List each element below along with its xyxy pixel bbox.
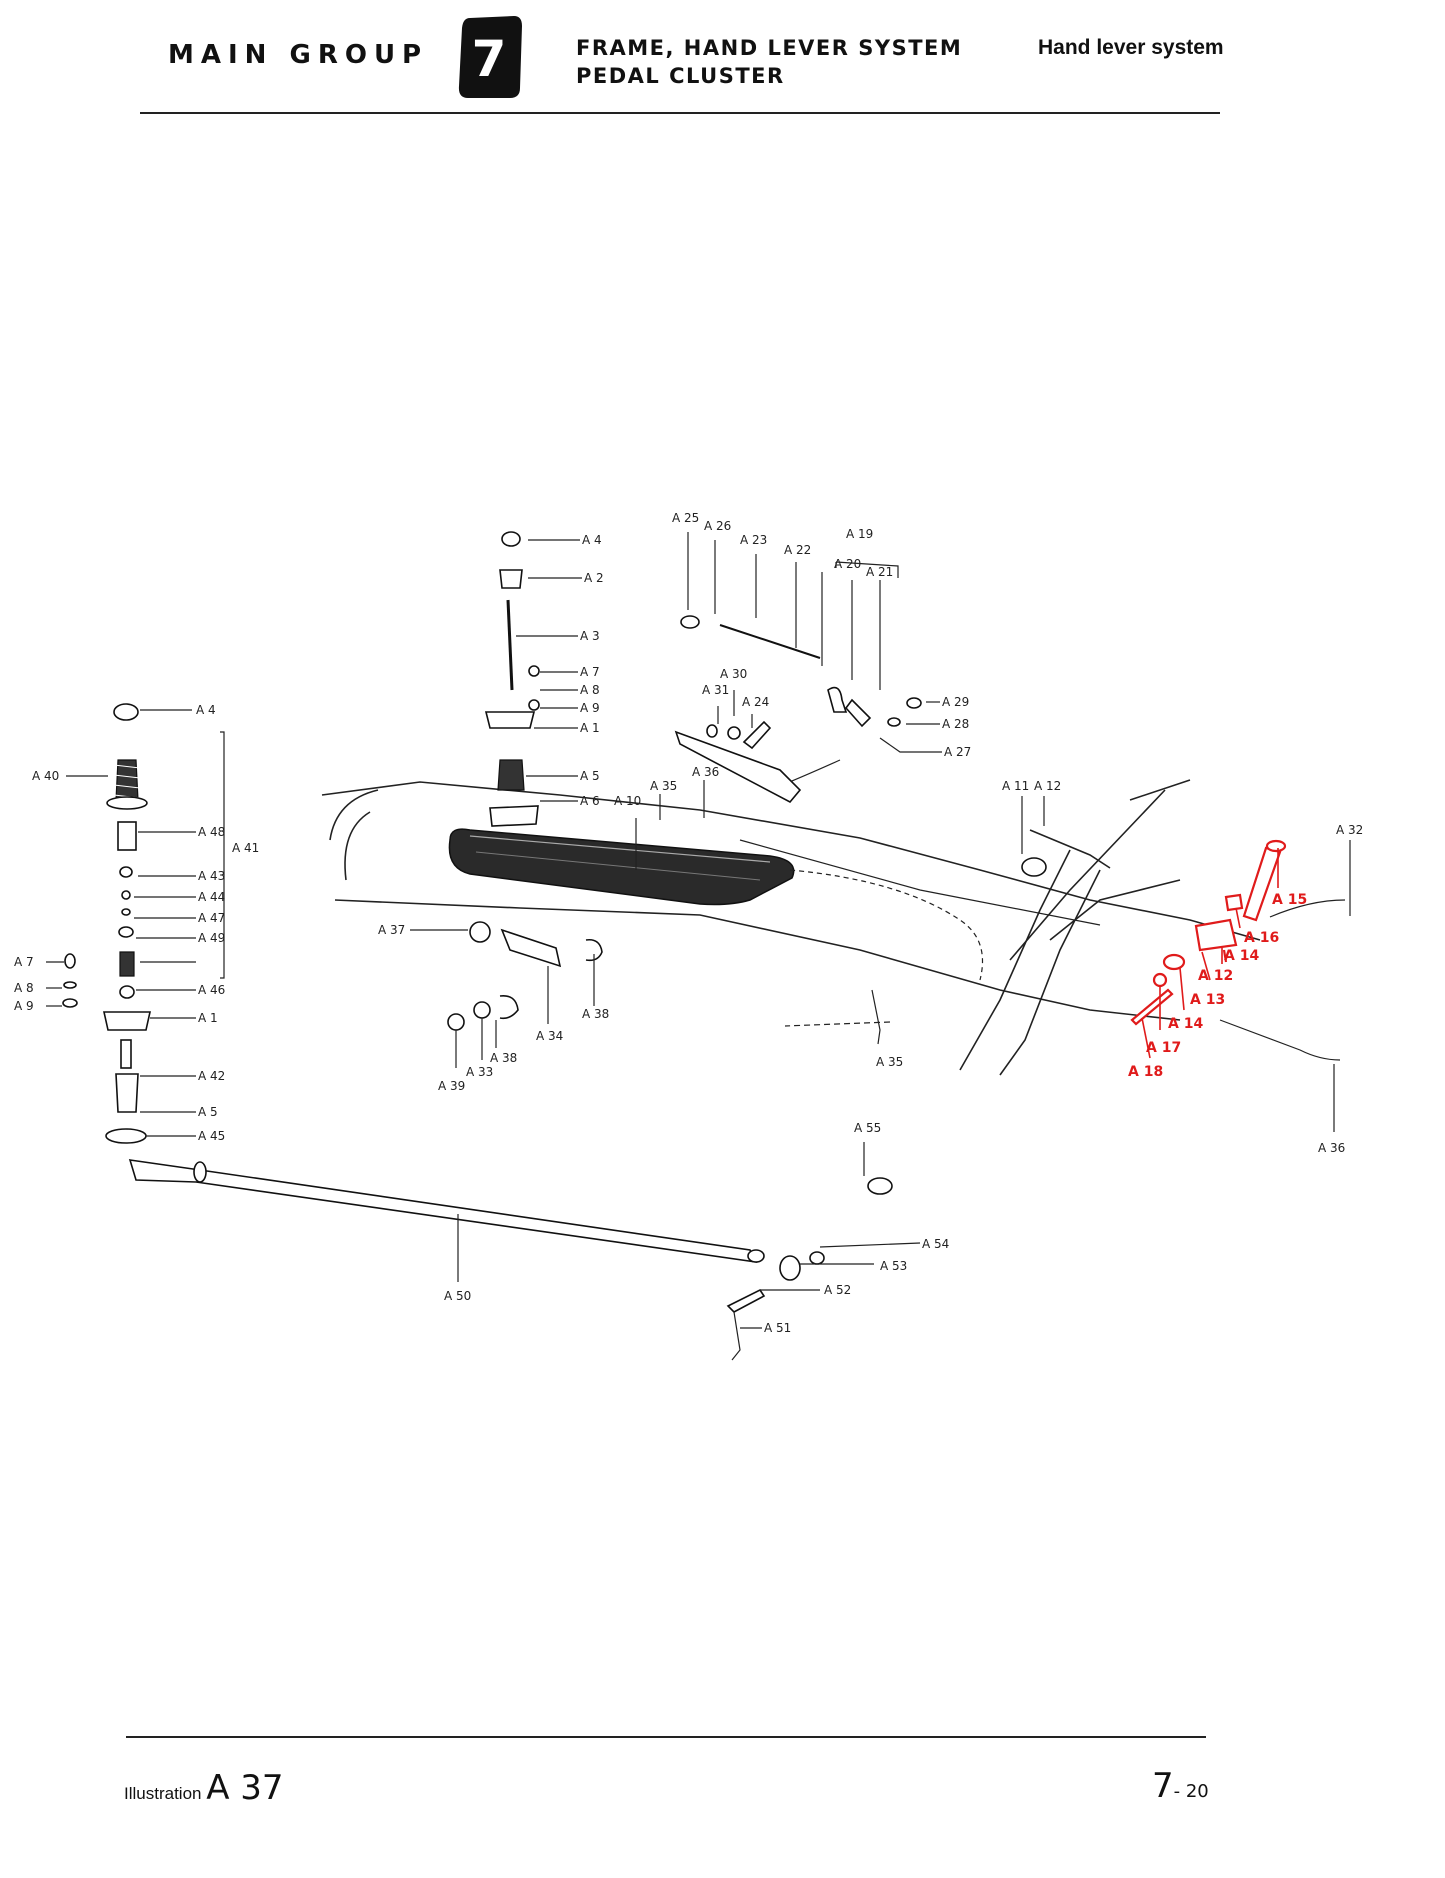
callout: A 53 xyxy=(880,1259,907,1273)
callout: A 5 xyxy=(580,769,600,783)
callout: A 31 xyxy=(702,683,729,697)
callout: A 7 xyxy=(14,955,34,969)
page-number-sub: - 20 xyxy=(1173,1781,1209,1802)
callout: A 41 xyxy=(232,841,259,855)
upper-gear-lever xyxy=(484,531,540,827)
section-label: Hand lever system xyxy=(1038,36,1224,59)
callout: A 22 xyxy=(784,543,811,557)
callout: A 49 xyxy=(198,931,225,945)
callout: A 42 xyxy=(198,1069,225,1083)
footer-rule xyxy=(126,1736,1206,1738)
callout: A 36 xyxy=(1318,1141,1345,1155)
title-line-1: FRAME, HAND LEVER SYSTEM xyxy=(576,36,963,60)
callout: A 39 xyxy=(438,1079,465,1093)
title-line-2: PEDAL CLUSTER xyxy=(576,64,785,88)
illustration-number: A 37 xyxy=(206,1768,284,1808)
callout: A 2 xyxy=(584,571,604,585)
callout: A 36 xyxy=(692,765,719,779)
page-number-main: 7 xyxy=(1152,1766,1174,1806)
callout: A 10 xyxy=(614,794,641,808)
callout: A 21 xyxy=(866,565,893,579)
callout: A 55 xyxy=(854,1121,881,1135)
callout: A 30 xyxy=(720,667,747,681)
callout-highlighted: A 14 xyxy=(1224,948,1259,964)
frame-tunnel xyxy=(321,779,1261,1076)
callout-highlighted: A 14 xyxy=(1168,1016,1203,1032)
callout: A 19 xyxy=(846,527,873,541)
callout: A 4 xyxy=(582,533,602,547)
callout: A 34 xyxy=(536,1029,563,1043)
page-number: 7- 20 xyxy=(1152,1766,1209,1806)
callout: A 28 xyxy=(942,717,969,731)
callout-highlighted: A 15 xyxy=(1272,892,1307,908)
callout: A 38 xyxy=(582,1007,609,1021)
callout: A 43 xyxy=(198,869,225,883)
callout: A 47 xyxy=(198,911,225,925)
gear-shift-assembly xyxy=(62,703,151,1144)
callout: A 20 xyxy=(834,557,861,571)
callout: A 8 xyxy=(580,683,600,697)
callout-highlighted: A 12 xyxy=(1198,968,1233,984)
callout: A 26 xyxy=(704,519,731,533)
highlighted-parts xyxy=(1130,839,1287,1026)
callout: A 44 xyxy=(198,890,225,904)
callout: A 4 xyxy=(196,703,216,717)
cables xyxy=(739,839,1346,1061)
callout-highlighted: A 13 xyxy=(1190,992,1225,1008)
callout: A 6 xyxy=(580,794,600,808)
callout: A 33 xyxy=(466,1065,493,1079)
callout: A 9 xyxy=(14,999,34,1013)
leader-lines xyxy=(46,532,1351,1329)
callout: A 24 xyxy=(742,695,769,709)
callout: A 25 xyxy=(672,511,699,525)
callout-highlighted: A 17 xyxy=(1146,1040,1181,1056)
callout: A 5 xyxy=(198,1105,218,1119)
hand-lever-assembly xyxy=(448,759,841,906)
callout: A 32 xyxy=(1336,823,1363,837)
main-group-label: MAIN GROUP xyxy=(168,40,429,70)
callout: A 12 xyxy=(1034,779,1061,793)
callout: A 7 xyxy=(580,665,600,679)
callout: A 45 xyxy=(198,1129,225,1143)
illustration-caption: Illustration A 37 xyxy=(124,1768,284,1808)
callout: A 11 xyxy=(1002,779,1029,793)
callout: A 54 xyxy=(922,1237,949,1251)
callout: A 8 xyxy=(14,981,34,995)
callout: A 35 xyxy=(876,1055,903,1069)
callout: A 50 xyxy=(444,1289,471,1303)
callout: A 38 xyxy=(490,1051,517,1065)
callout: A 35 xyxy=(650,779,677,793)
callout: A 23 xyxy=(740,533,767,547)
linkage-small-parts xyxy=(447,921,893,1361)
callout-highlighted: A 18 xyxy=(1128,1064,1163,1080)
callout: A 48 xyxy=(198,825,225,839)
group-badge: 7 xyxy=(458,16,522,98)
callout: A 51 xyxy=(764,1321,791,1335)
callout: A 27 xyxy=(944,745,971,759)
illustration-label: Illustration xyxy=(124,1784,202,1803)
callout: A 37 xyxy=(378,923,405,937)
shift-rod xyxy=(128,1159,765,1264)
callout: A 1 xyxy=(580,721,600,735)
group-number: 7 xyxy=(472,30,507,88)
callout: A 3 xyxy=(580,629,600,643)
callout: A 46 xyxy=(198,983,225,997)
callout-labels: A 4 A 2 A 3 A 7 A 8 A 9 A 1 A 5 A 6 A 10… xyxy=(14,511,1363,1335)
callout: A 29 xyxy=(942,695,969,709)
header-rule xyxy=(140,112,1220,114)
callout-highlighted: A 16 xyxy=(1244,930,1279,946)
callout: A 52 xyxy=(824,1283,851,1297)
callout: A 40 xyxy=(32,769,59,783)
callout: A 9 xyxy=(580,701,600,715)
page-title: FRAME, HAND LEVER SYSTEM PEDAL CLUSTER xyxy=(576,34,962,90)
handbrake-lever xyxy=(674,615,1047,877)
callout: A 1 xyxy=(198,1011,218,1025)
